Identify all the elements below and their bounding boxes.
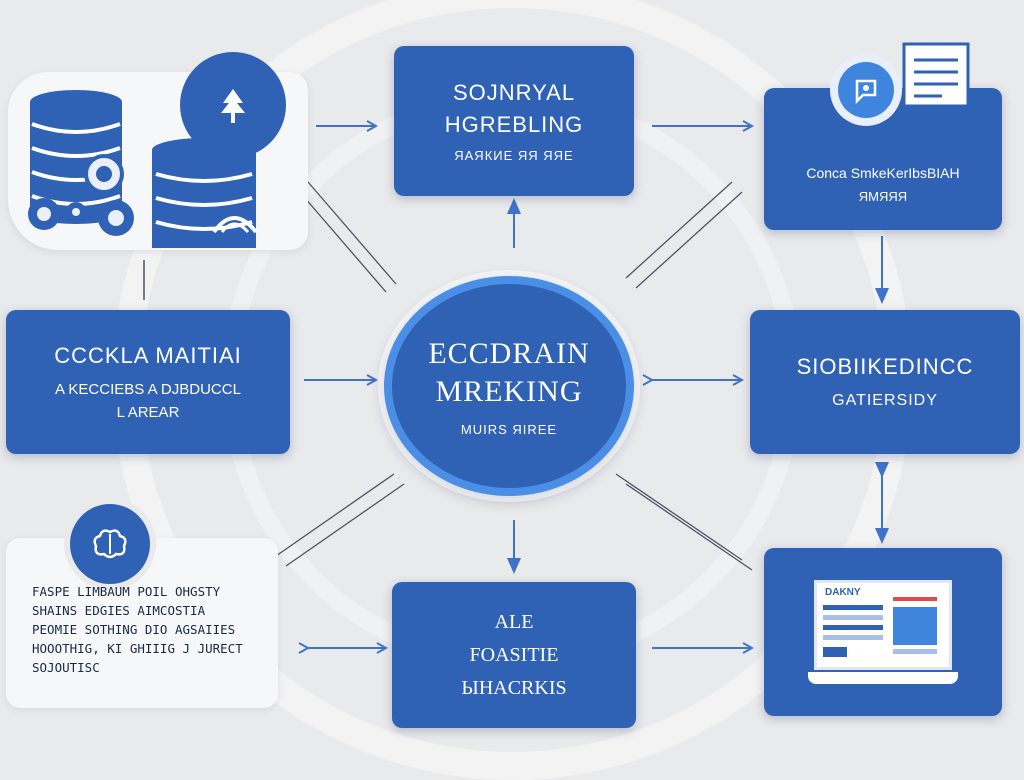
node-bottom-center-caption: ЫHACRKIS (461, 676, 567, 699)
node-left-middle-subtitle: A KECCIEBS A DJBDUCCL (55, 381, 241, 398)
node-bottom-center-subtitle: FOASITIE (469, 643, 559, 666)
node-right-middle-title: SIOBIIKEDINCC (796, 354, 974, 379)
notes-line: SOJOUTISC (32, 660, 100, 675)
laptop-screen-label: DAKNY (825, 587, 861, 598)
node-top-center-title: SOJNRYAL (452, 79, 576, 105)
notes-text: FASPE LIMBAUM POIL OHGSTY SHAINS EDGIES … (32, 582, 262, 677)
notes-line: FASPE LIMBAUM POIL OHGSTY (32, 584, 221, 599)
chat-icon (830, 54, 902, 126)
hub-subtitle: MREKING (435, 374, 583, 408)
brain-icon (64, 498, 156, 590)
notes-line: HOOOTHIG, KI GHIIIG J JURECT (32, 641, 243, 656)
node-top-center-caption: ЯАЯКИЕ ЯЯ ЯЯЕ (454, 147, 574, 163)
laptop-icon: DAKNY (808, 580, 958, 694)
node-left-middle-caption: L AREAR (116, 404, 180, 421)
node-left-middle: CCCKLA MAITIAI A KECCIEBS A DJBDUCCL L A… (6, 310, 290, 454)
database-icon (30, 90, 124, 224)
gear-icon (28, 198, 134, 236)
notes-line: SHAINS EDGIES AIMCOSTIA (32, 603, 206, 618)
central-hub: ECCDRAIN MREKING MUIRS ЯIREE (384, 276, 634, 496)
node-top-center: SOJNRYAL HGREBLING ЯАЯКИЕ ЯЯ ЯЯЕ (394, 46, 634, 196)
laptop-base (808, 672, 958, 684)
document-icon (902, 42, 970, 108)
node-bottom-center-title: ALE (494, 610, 534, 633)
node-left-middle-title: CCCKLA MAITIAI (54, 343, 242, 368)
hub-title: ECCDRAIN (428, 336, 590, 370)
laptop-screen: DAKNY (814, 580, 952, 670)
notes-line: PEOMIE SOTHING DIO AGSAIIES (32, 622, 236, 637)
hub-caption: MUIRS ЯIREE (460, 421, 558, 437)
node-right-middle-subtitle: GATIERSIDY (832, 392, 938, 409)
node-top-center-subtitle: HGREBLING (444, 111, 584, 137)
node-top-right-title: Conca SmkeKerIbsBIAH (806, 165, 960, 181)
node-bottom-center: ALE FOASITIE ЫHACRKIS (392, 582, 636, 728)
tree-icon (180, 52, 286, 158)
node-right-middle: SIOBIIKEDINCC GATIERSIDY (750, 310, 1020, 454)
node-top-right-caption: ЯМЯЯЯ (858, 189, 908, 204)
